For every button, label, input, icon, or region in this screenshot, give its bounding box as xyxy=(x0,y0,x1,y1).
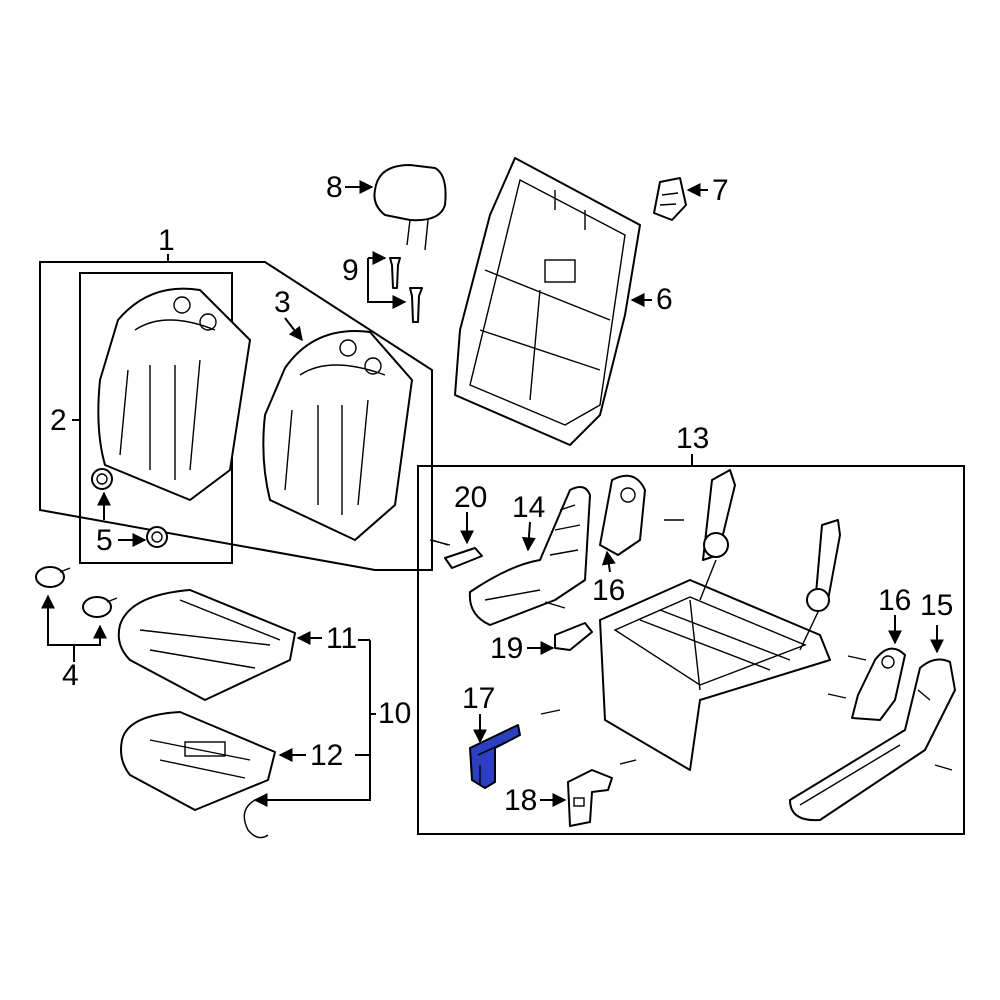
callout-17: 17 xyxy=(462,682,495,715)
bolt-set xyxy=(429,519,953,771)
retaining-wire-10[interactable] xyxy=(243,799,269,839)
leader-3 xyxy=(284,317,303,342)
callout-13: 13 xyxy=(676,422,709,455)
cover-18[interactable] xyxy=(567,769,613,827)
callout-9: 9 xyxy=(342,254,359,287)
hinge-cover-16-left[interactable] xyxy=(599,474,646,556)
cover-19[interactable] xyxy=(554,622,593,651)
cushion-pad-12[interactable] xyxy=(120,711,276,811)
callout-5: 5 xyxy=(96,524,113,557)
callout-4: 4 xyxy=(62,659,79,692)
side-trim-14[interactable] xyxy=(468,485,591,626)
callout-6: 6 xyxy=(656,283,673,316)
callout-20: 20 xyxy=(454,481,487,514)
clip-4-upper[interactable] xyxy=(35,566,71,588)
side-trim-15[interactable] xyxy=(789,658,956,822)
release-handle-7[interactable] xyxy=(653,177,687,221)
seat-back-cover-3[interactable] xyxy=(262,330,413,541)
leader-16a xyxy=(601,550,616,573)
callout-16b: 16 xyxy=(878,584,911,617)
trim-panel-17-body xyxy=(469,724,521,789)
callout-12: 12 xyxy=(310,739,343,772)
callout-15: 15 xyxy=(920,589,953,622)
hinge-cover-16-right[interactable] xyxy=(851,647,906,721)
callout-14: 14 xyxy=(512,491,545,524)
trim-panel-17-edge xyxy=(477,737,516,785)
callout-19: 19 xyxy=(490,632,523,665)
guide-pin-9-lower[interactable] xyxy=(409,287,423,323)
grommet-5-lower[interactable] xyxy=(146,526,168,548)
callout-11: 11 xyxy=(326,622,357,655)
trim-panel-17[interactable] xyxy=(469,724,521,789)
bracket-20[interactable] xyxy=(431,539,483,569)
callout-1: 1 xyxy=(158,224,175,257)
leader-14 xyxy=(521,521,536,552)
seat-back-cover-2[interactable] xyxy=(97,287,251,501)
leader-9 xyxy=(367,258,407,309)
guide-pin-9-upper[interactable] xyxy=(389,257,401,289)
cushion-cover-11[interactable] xyxy=(117,589,296,701)
leader-10 xyxy=(253,640,371,807)
callout-7: 7 xyxy=(712,174,729,207)
callout-3: 3 xyxy=(274,286,291,319)
callout-10: 10 xyxy=(378,697,411,730)
group-outline-1 xyxy=(39,261,433,571)
seat-back-frame-6[interactable] xyxy=(454,157,641,446)
clip-4-lower[interactable] xyxy=(82,596,118,618)
callout-16a: 16 xyxy=(592,574,625,607)
headrest-8[interactable] xyxy=(373,164,447,251)
grommet-5-upper[interactable] xyxy=(91,468,113,490)
callout-18: 18 xyxy=(504,784,537,817)
callout-8: 8 xyxy=(326,171,343,204)
seat-frame[interactable] xyxy=(599,469,841,771)
callout-2: 2 xyxy=(50,404,67,437)
